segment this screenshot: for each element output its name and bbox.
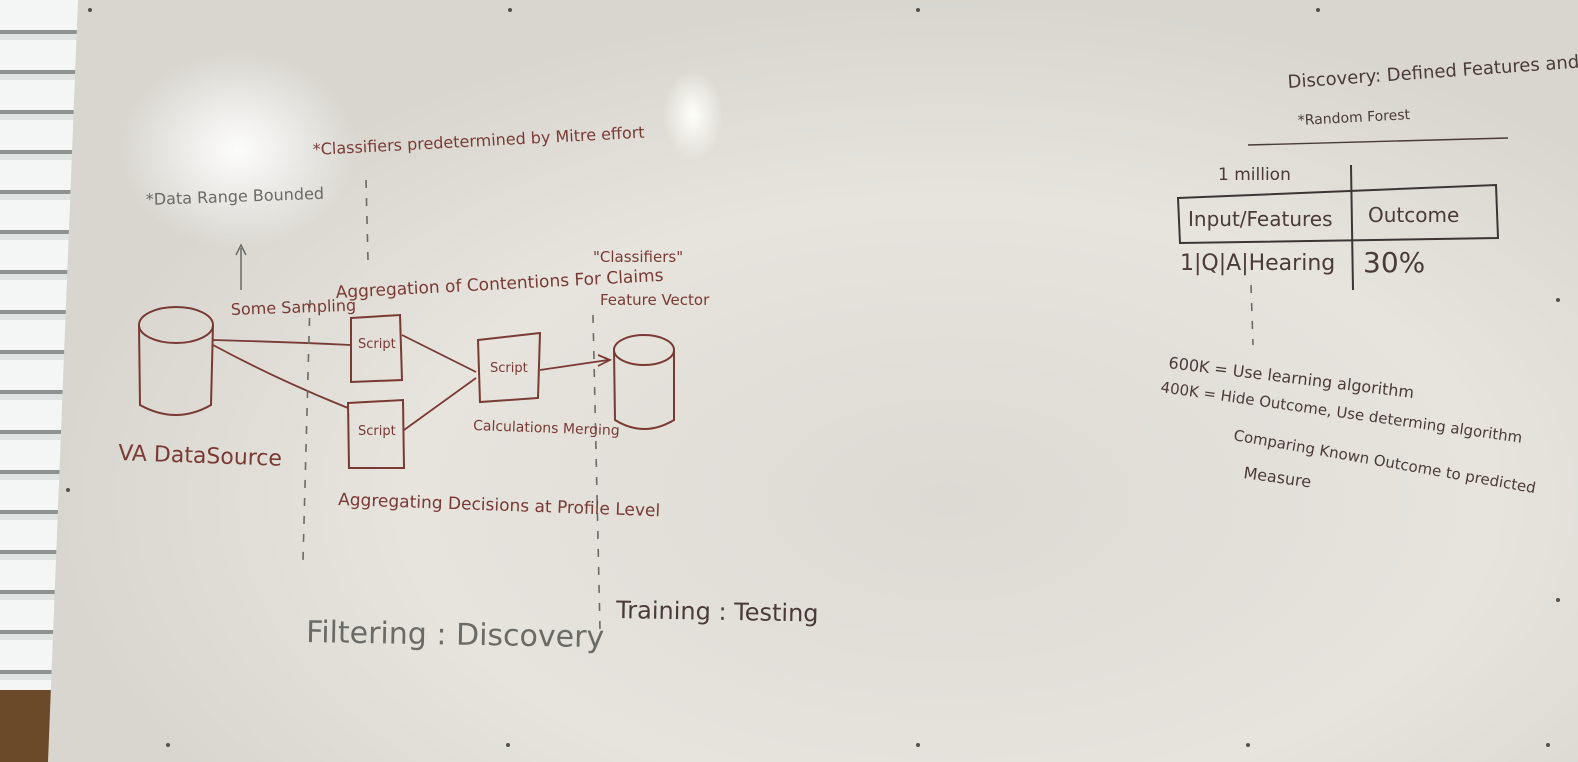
- note-measure: Measure: [1242, 463, 1312, 491]
- feature-vector-cylinder: [613, 334, 675, 430]
- script-box-claims: [350, 313, 404, 384]
- script-label-3: Script: [490, 361, 528, 376]
- divider-line: [1247, 137, 1509, 146]
- label-va-datasource: VA DataSource: [118, 441, 283, 472]
- whiteboard: *Data Range Bounded *Classifiers predete…: [48, 0, 1578, 762]
- script-box-calculations: [476, 331, 542, 404]
- whiteboard-drawing: *Data Range Bounded *Classifiers predete…: [66, 8, 1578, 747]
- table-row-outcome: 30%: [1363, 246, 1425, 279]
- phase-training-testing: Training : Testing: [615, 596, 819, 628]
- discovery-title: Discovery: Defined Features and classifi…: [1287, 45, 1578, 93]
- label-sampling: Some Sampling: [230, 296, 356, 319]
- va-datasource-cylinder: [138, 306, 214, 416]
- board-screws: [66, 8, 1560, 747]
- script-label-1: Script: [358, 337, 396, 352]
- table-header-outcome: Outcome: [1368, 203, 1459, 227]
- phase-dividers: [302, 179, 1254, 631]
- million-label: 1 million: [1218, 165, 1291, 185]
- table-header-input: Input/Features: [1188, 207, 1333, 231]
- arrow-up-icon: [235, 243, 247, 290]
- label-calculations: Calculations Merging: [473, 418, 620, 439]
- table-row-input: 1|Q|A|Hearing: [1180, 251, 1335, 276]
- note-date-range: *Data Range Bounded: [145, 184, 324, 209]
- label-classifiers: "Classifiers": [593, 248, 683, 266]
- note-classifiers-predetermined: *Classifiers predetermined by Mitre effo…: [312, 123, 645, 159]
- features-table: [1176, 164, 1500, 291]
- phase-filtering-discovery: Filtering : Discovery: [306, 615, 605, 655]
- script-label-2: Script: [358, 424, 396, 439]
- label-feature-vector: Feature Vector: [600, 291, 710, 309]
- random-forest-note: *Random Forest: [1297, 107, 1411, 129]
- script-box-decisions: [346, 398, 406, 469]
- label-aggregating-decisions: Aggregating Decisions at Profile Level: [338, 490, 661, 521]
- flow-lines: [212, 334, 613, 431]
